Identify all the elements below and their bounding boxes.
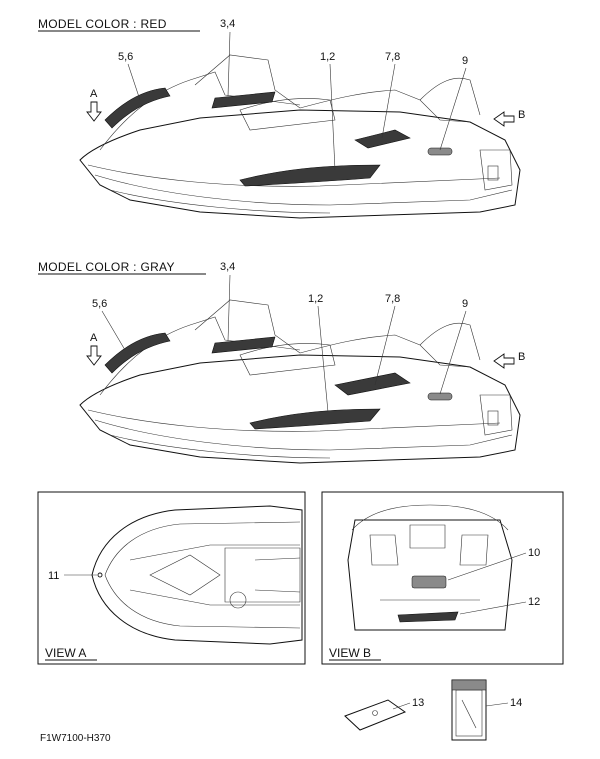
callout-12: 12 [528,596,540,608]
decal-10 [411,575,447,589]
decal-1-2-gray [249,408,381,430]
arrow-a-icon-red [86,101,102,122]
arrow-b-label-gray: B [518,351,525,363]
callout-3-4-red: 3,4 [220,18,235,30]
callout-1-2-gray: 1,2 [308,293,323,305]
arrow-a-label-red: A [90,88,98,100]
leader-9-gray [439,310,467,395]
decal-12 [397,611,459,623]
arrow-b-label-red: B [518,109,525,121]
leader-7-8-red [381,63,396,139]
callout-1-2-red: 1,2 [320,51,335,63]
arrow-a-icon-gray [86,345,102,366]
decal-5-6-gray [104,332,171,374]
view-a-label: VIEW A [45,646,86,660]
leader-9-red [439,67,467,151]
callout-7-8-gray: 7,8 [385,293,400,305]
decal-7-8-gray [334,372,411,396]
decal-3-4 [211,91,276,109]
section-heading-red: MODEL COLOR : RED [38,17,167,31]
leader-5-6-gray [101,310,126,351]
callout-5-6-gray: 5,6 [92,298,107,310]
view-b-rear-view [347,504,513,631]
decal-7-8 [354,129,411,149]
section-heading-gray: MODEL COLOR : GRAY [38,260,175,274]
figure-code: F1W7100-H370 [40,733,111,744]
callout-9-red: 9 [462,55,468,67]
callout-7-8-red: 7,8 [385,51,400,63]
leader-1-2-red [329,63,336,171]
part-13-card [344,699,407,731]
callout-9-gray: 9 [462,298,468,310]
callout-11: 11 [48,570,59,582]
callout-14: 14 [510,697,522,709]
decal-5-6 [104,87,171,129]
leader-10 [447,552,527,581]
view-b-label: VIEW B [329,646,371,660]
decal-9-gray [427,392,453,401]
part-14-sleeve [451,679,487,741]
leader-12 [459,601,527,615]
view-a-top-view [91,505,303,645]
arrow-b-icon-gray [493,353,515,369]
arrow-a-label-gray: A [90,332,98,344]
decal-9 [427,147,453,156]
decal-1-2 [239,164,381,187]
leader-13 [392,702,411,710]
leader-5-6-red [127,63,141,101]
arrow-b-icon-red [493,111,515,127]
watercraft-side-view-gray [79,299,521,464]
callout-13: 13 [412,697,424,709]
leader-1-2-gray [317,305,329,413]
leader-14 [485,702,509,707]
callout-10: 10 [528,547,540,559]
leader-3-4-gray [227,274,231,342]
leader-7-8-gray [374,305,396,386]
leader-3-4-red [227,31,231,97]
decal-3-4-gray [211,336,276,354]
watercraft-side-view-red [79,54,521,219]
callout-3-4-gray: 3,4 [220,261,235,273]
callout-5-6-red: 5,6 [118,51,133,63]
